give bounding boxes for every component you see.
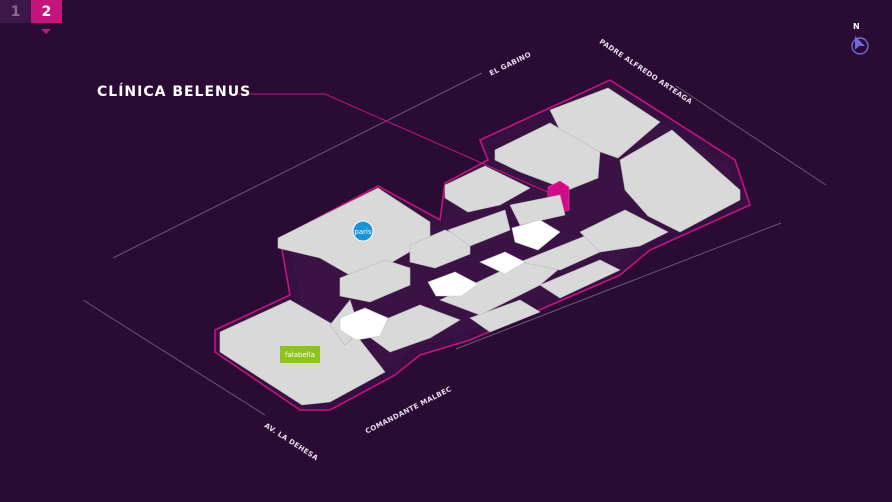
highlight-leader-line (238, 93, 553, 195)
floor-tab-1[interactable]: 1 (0, 0, 31, 23)
floor-selector: 1 2 (0, 0, 62, 23)
compass-north-label: N (853, 22, 860, 31)
store-strip-middle-1[interactable] (339, 259, 411, 303)
store-strip-middle-3[interactable] (447, 209, 511, 247)
store-strip-north-east[interactable] (509, 194, 566, 226)
store-block-north[interactable] (494, 122, 601, 191)
store-strip-middle-2[interactable] (409, 229, 471, 269)
atrium-courts (339, 219, 561, 341)
falabella-logo-label: falabella (285, 351, 315, 359)
store-block-north-2[interactable] (444, 165, 531, 213)
store-strip-east[interactable] (579, 209, 669, 253)
paris-logo-label: paris (354, 228, 372, 236)
active-floor-caret-icon (41, 29, 51, 34)
store-strip-south-5[interactable] (469, 299, 541, 333)
floor-tab-2[interactable]: 2 (31, 0, 62, 23)
falabella-logo: falabella (280, 346, 320, 363)
store-strip-south-1[interactable] (359, 304, 461, 353)
compass-icon (851, 36, 869, 55)
highlighted-store-name: CLÍNICA BELENUS (97, 84, 252, 100)
store-strip-south-6[interactable] (539, 259, 621, 299)
store-blocks[interactable] (219, 87, 741, 406)
street-lines (82, 72, 827, 416)
anchor-store-northeast[interactable] (619, 129, 741, 233)
paris-logo: paris (352, 220, 374, 242)
